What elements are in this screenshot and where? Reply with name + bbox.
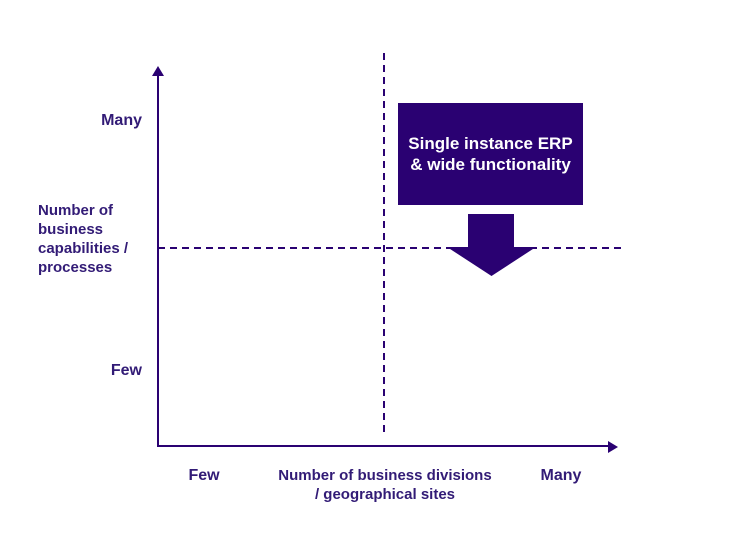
y-axis-title-line: Number of	[38, 202, 113, 219]
y-axis-title-line: processes	[38, 259, 113, 276]
y-axis-line	[157, 70, 159, 447]
y-axis-title: Number of business capabilities / proces…	[38, 201, 158, 277]
arrow-up-icon	[152, 66, 164, 76]
x-axis-min-label: Few	[188, 467, 220, 484]
y-axis-title-line: capabilities /	[38, 240, 129, 257]
x-axis-title: Number of business divisions / geographi…	[265, 466, 505, 504]
horizontal-dashed-line	[158, 247, 624, 249]
x-axis-title-line: / geographical sites	[314, 486, 456, 503]
x-axis-title-line: Number of business divisions	[278, 467, 492, 484]
arrow-right-icon	[608, 441, 618, 453]
y-axis-max-label: Many	[101, 112, 142, 129]
vertical-dashed-line	[383, 53, 385, 437]
erp-annotation-line: & wide functionality	[410, 155, 571, 174]
block-arrow-down-icon	[447, 214, 536, 276]
y-axis-min-label: Few	[110, 362, 142, 379]
x-axis-line	[157, 445, 610, 447]
y-axis-title-line: business	[38, 221, 104, 238]
erp-annotation-box: Single instance ERP & wide functionality	[398, 103, 583, 205]
x-axis-max-label: Many	[540, 467, 582, 484]
erp-annotation-line: Single instance ERP	[408, 134, 573, 153]
